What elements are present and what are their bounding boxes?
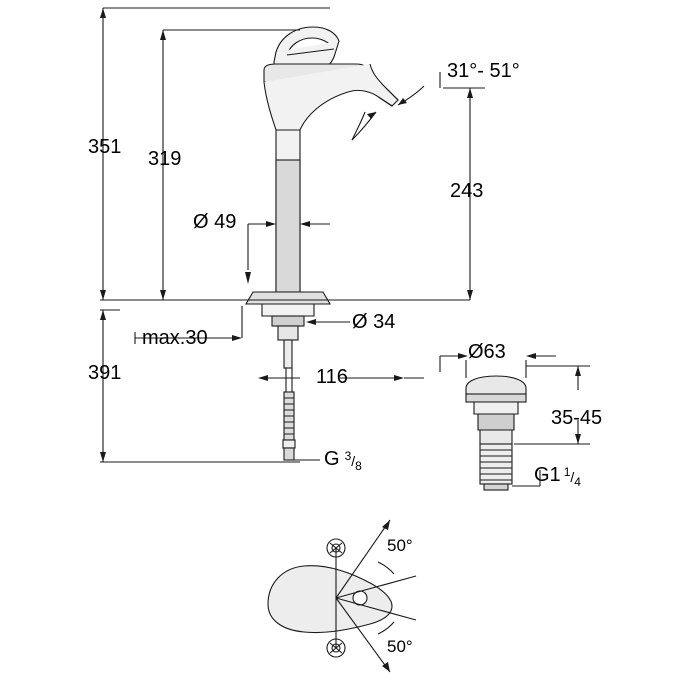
thread-g114-numerator: 1 — [563, 465, 571, 479]
faucet-lever — [273, 26, 340, 70]
thread-g38-letter: G — [324, 448, 340, 470]
dim-diameter-49: Ø 49 — [193, 211, 237, 233]
dim-391: 391 — [88, 362, 122, 384]
thread-g114-denominator: 4 — [574, 475, 581, 489]
dim-diameter-63: Ø63 — [468, 341, 506, 363]
dim-243: 243 — [450, 180, 484, 202]
thread-g114-letter: G1 — [534, 464, 561, 486]
angle-31-51: 31°- 51° — [447, 60, 520, 82]
dim-351: 351 — [88, 136, 122, 158]
angle-50-bottom: 50° — [387, 637, 413, 656]
dim-319: 319 — [148, 148, 182, 170]
top-view-lever — [267, 538, 393, 658]
dim-35-45: 35-45 — [551, 407, 603, 429]
thread-g38-numerator: 3 — [344, 449, 352, 463]
thread-g38-denominator: 8 — [355, 459, 362, 473]
angle-50-top: 50° — [387, 536, 413, 555]
dim-max-30: max.30 — [142, 327, 208, 349]
dim-diameter-34: Ø 34 — [352, 311, 396, 333]
dim-116: 116 — [316, 366, 348, 388]
